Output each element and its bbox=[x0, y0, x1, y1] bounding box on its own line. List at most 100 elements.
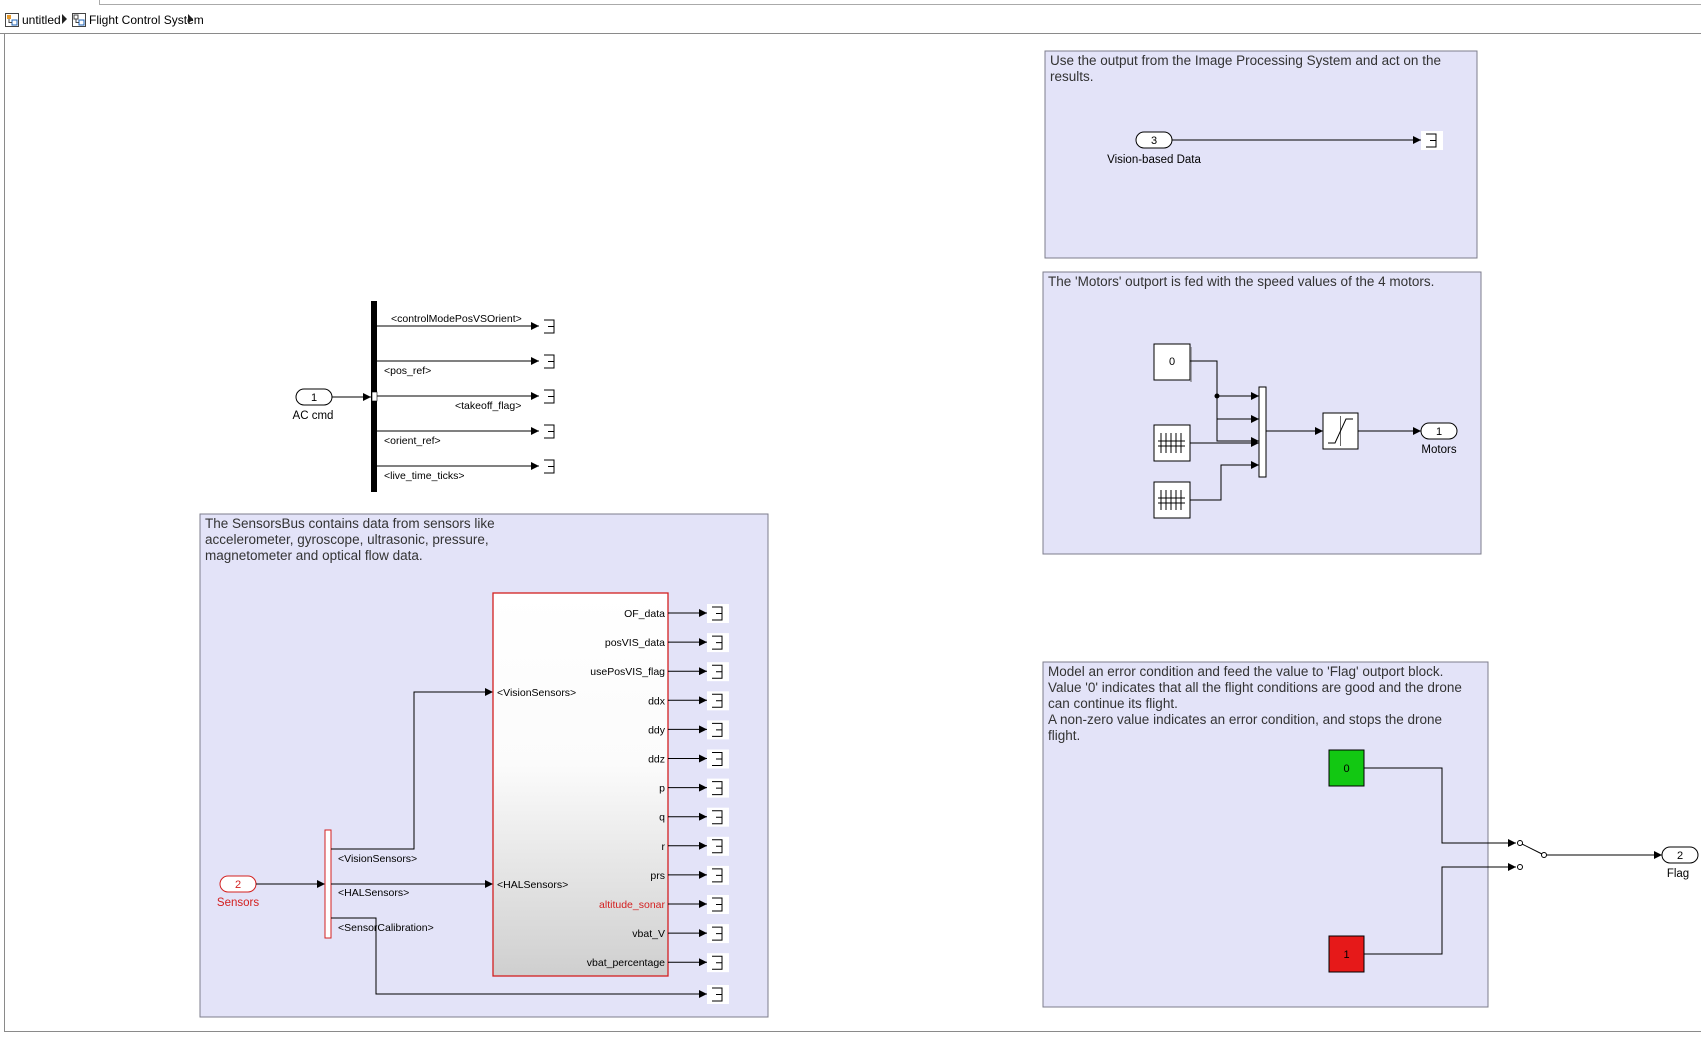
inport-vision-data[interactable]: 3 Vision-based Data bbox=[1107, 131, 1201, 166]
subsystem-output-label: posVIS_data bbox=[605, 637, 665, 649]
terminator-block[interactable] bbox=[707, 836, 729, 856]
annotation-line: The 'Motors' outport is fed with the spe… bbox=[1048, 274, 1434, 289]
model-canvas[interactable]: Use the output from the Image Processing… bbox=[4, 34, 1701, 1032]
annotation-line: accelerometer, gyroscope, ultrasonic, pr… bbox=[205, 532, 489, 547]
terminator-block[interactable] bbox=[707, 720, 729, 740]
vision-annotation[interactable]: Use the output from the Image Processing… bbox=[1044, 50, 1478, 259]
terminator-block[interactable] bbox=[707, 691, 729, 711]
outport-motors[interactable]: 1 Motors bbox=[1420, 422, 1458, 456]
sensor-output-signals bbox=[668, 604, 729, 973]
outport-flag[interactable]: 2 Flag bbox=[1661, 846, 1699, 880]
constant-value: 0 bbox=[1343, 763, 1349, 775]
manual-switch-block[interactable] bbox=[1517, 840, 1547, 870]
sensors-bus-selector[interactable] bbox=[324, 829, 332, 939]
terminator-block[interactable] bbox=[707, 633, 729, 653]
terminator-block[interactable] bbox=[539, 317, 561, 336]
breadcrumb-arrow-icon[interactable] bbox=[188, 14, 193, 24]
signal-label: <VisionSensors> bbox=[338, 853, 417, 865]
saturation-block[interactable] bbox=[1322, 412, 1359, 450]
signal-label: <orient_ref> bbox=[384, 435, 441, 447]
terminator-block[interactable] bbox=[707, 865, 729, 885]
subsystem-icon bbox=[72, 13, 86, 27]
subsystem-output-label: r bbox=[662, 841, 666, 853]
port-number: 2 bbox=[235, 879, 241, 891]
terminator-block[interactable] bbox=[539, 422, 561, 441]
port-label: Motors bbox=[1421, 444, 1456, 456]
port-number: 3 bbox=[1151, 135, 1157, 147]
tab-edge bbox=[0, 0, 100, 4]
signal-label: <pos_ref> bbox=[384, 365, 431, 377]
mux-block[interactable] bbox=[1258, 386, 1267, 478]
subsystem-output-label: p bbox=[659, 783, 665, 795]
sensors-annotation[interactable]: The SensorsBus contains data from sensor… bbox=[199, 513, 769, 1018]
signal-label: <controlModePosVSOrient> bbox=[391, 313, 522, 325]
port-number: 1 bbox=[1436, 426, 1442, 438]
signal-line[interactable] bbox=[331, 917, 707, 998]
signal-line[interactable] bbox=[1364, 767, 1516, 847]
subsystem-input-label: <VisionSensors> bbox=[497, 687, 576, 699]
terminator-block[interactable] bbox=[1421, 131, 1443, 150]
constant-block[interactable]: 0 bbox=[1153, 343, 1192, 382]
terminator-block[interactable] bbox=[707, 778, 729, 798]
model-icon bbox=[5, 13, 19, 27]
bus-selector-block[interactable] bbox=[371, 301, 378, 492]
signal-label: <HALSensors> bbox=[338, 887, 409, 899]
subsystem-output-label: altitude_sonar bbox=[599, 899, 665, 911]
signal-builder-block[interactable] bbox=[1153, 481, 1191, 519]
subsystem-output-labels: OF_dataposVIS_datausePosVIS_flagddxddydd… bbox=[587, 608, 666, 969]
constant-value: 1 bbox=[1343, 949, 1349, 961]
block-diagram[interactable]: Use the output from the Image Processing… bbox=[5, 34, 1701, 1032]
signal-line[interactable] bbox=[1190, 360, 1259, 445]
signal-line[interactable] bbox=[331, 688, 493, 850]
constant-green-block[interactable]: 0 bbox=[1328, 749, 1365, 787]
terminator-block[interactable] bbox=[707, 953, 729, 973]
subsystem-output-label: q bbox=[659, 812, 665, 824]
breadcrumb-label: untitled bbox=[22, 13, 61, 27]
terminator-block[interactable] bbox=[539, 387, 561, 406]
inport-ac-cmd[interactable]: 1 AC cmd bbox=[293, 388, 334, 422]
subsystem-output-label: ddx bbox=[648, 695, 666, 707]
inport-sensors[interactable]: 2 Sensors bbox=[217, 875, 259, 909]
breadcrumb-item-untitled[interactable]: untitled bbox=[5, 12, 61, 28]
port-label: AC cmd bbox=[293, 410, 334, 422]
subsystem-output-label: vbat_percentage bbox=[587, 957, 665, 969]
constant-value: 0 bbox=[1169, 356, 1175, 368]
subsystem-output-label: ddz bbox=[648, 754, 665, 766]
signal-label: <takeoff_flag> bbox=[455, 400, 521, 412]
signal-line[interactable] bbox=[1364, 863, 1516, 955]
port-label: Vision-based Data bbox=[1107, 154, 1201, 166]
subsystem-output-label: OF_data bbox=[624, 608, 665, 620]
annotation-line: Model an error condition and feed the va… bbox=[1048, 664, 1443, 679]
constant-red-block[interactable]: 1 bbox=[1328, 935, 1365, 973]
breadcrumb-label: Flight Control System bbox=[89, 13, 204, 27]
signal-line[interactable] bbox=[1190, 461, 1259, 501]
annotation-line: Value '0' indicates that all the flight … bbox=[1048, 680, 1462, 695]
terminator-block[interactable] bbox=[707, 895, 729, 914]
breadcrumb: untitled Flight Control System bbox=[0, 0, 1701, 34]
annotation-line: flight. bbox=[1048, 728, 1080, 743]
sensor-processing-subsystem[interactable]: <VisionSensors> <HALSensors> OF_data posV… bbox=[492, 592, 669, 977]
terminator-block[interactable] bbox=[707, 807, 729, 827]
flag-annotation[interactable]: Model an error condition and feed the va… bbox=[1042, 661, 1489, 1008]
terminator-block[interactable] bbox=[707, 985, 729, 1004]
signal-label: <live_time_ticks> bbox=[384, 470, 465, 482]
terminator-block[interactable] bbox=[707, 604, 729, 623]
signal-builder-block[interactable] bbox=[1153, 424, 1191, 462]
breadcrumb-arrow-icon[interactable] bbox=[62, 14, 67, 24]
subsystem-output-label: ddy bbox=[648, 724, 666, 736]
terminator-block[interactable] bbox=[539, 352, 561, 371]
subsystem-output-label: prs bbox=[650, 870, 665, 882]
terminator-block[interactable] bbox=[707, 749, 729, 769]
terminator-block[interactable] bbox=[707, 662, 729, 682]
signal-label: <SensorCalibration> bbox=[338, 922, 434, 934]
port-label: Flag bbox=[1667, 868, 1689, 880]
annotation-line: A non-zero value indicates an error cond… bbox=[1048, 712, 1442, 727]
port-number: 1 bbox=[311, 392, 317, 404]
terminator-block[interactable] bbox=[539, 457, 561, 476]
subsystem-input-label: <HALSensors> bbox=[497, 879, 568, 891]
terminator-block[interactable] bbox=[707, 924, 729, 944]
top-divider bbox=[99, 4, 1701, 5]
annotation-line: can continue its flight. bbox=[1048, 696, 1178, 711]
branch-point bbox=[1214, 393, 1220, 399]
breadcrumb-item-flight-control-system[interactable]: Flight Control System bbox=[72, 12, 204, 28]
